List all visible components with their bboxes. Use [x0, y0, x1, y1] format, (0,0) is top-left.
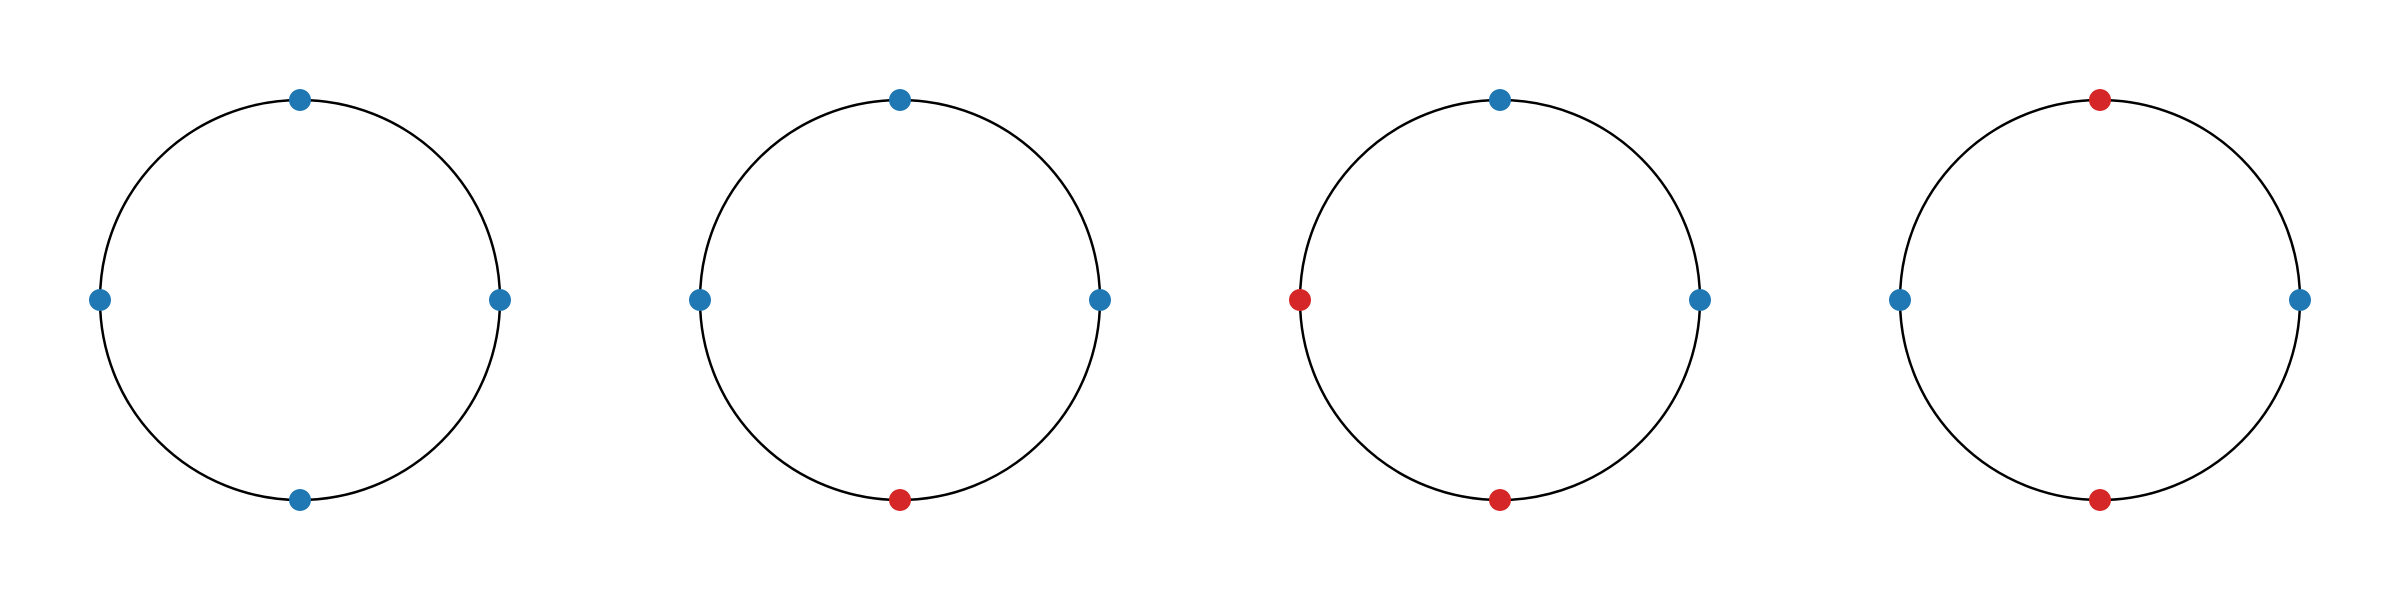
node-right-blue — [1689, 289, 1711, 311]
node-bottom-blue — [289, 489, 311, 511]
node-right-blue — [489, 289, 511, 311]
circle-panel-1 — [89, 89, 511, 511]
node-left-red — [1289, 289, 1311, 311]
node-left-blue — [689, 289, 711, 311]
circle-panel-3 — [1289, 89, 1711, 511]
node-top-blue — [1489, 89, 1511, 111]
node-bottom-red — [2089, 489, 2111, 511]
circle-panel-2 — [689, 89, 1111, 511]
circle-panel-4 — [1889, 89, 2311, 511]
node-top-blue — [889, 89, 911, 111]
circle-ring — [1298, 98, 1702, 502]
node-left-blue — [89, 289, 111, 311]
circle-ring — [1898, 98, 2302, 502]
node-right-blue — [2289, 289, 2311, 311]
circle-ring — [698, 98, 1102, 502]
node-bottom-red — [1489, 489, 1511, 511]
node-right-blue — [1089, 289, 1111, 311]
node-left-blue — [1889, 289, 1911, 311]
node-bottom-red — [889, 489, 911, 511]
circle-ring — [98, 98, 502, 502]
node-top-red — [2089, 89, 2111, 111]
node-top-blue — [289, 89, 311, 111]
